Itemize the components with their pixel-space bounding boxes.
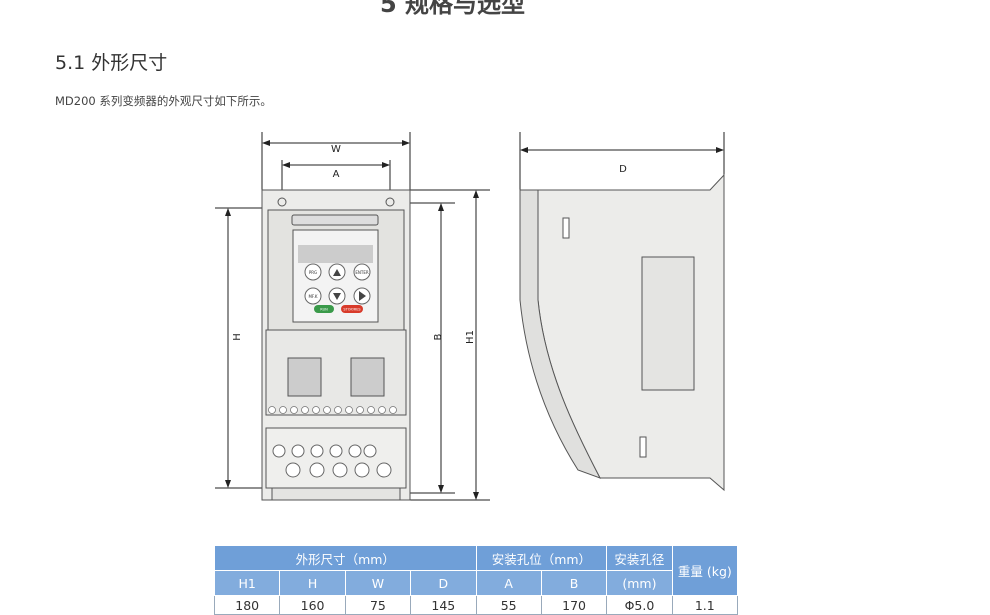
key-enter: ENTER	[355, 270, 368, 275]
col-b: B	[540, 570, 608, 596]
cell: 145	[410, 595, 477, 615]
cell: 170	[540, 595, 608, 615]
col-a: A	[475, 570, 542, 596]
key-mf: MF.K	[308, 294, 317, 299]
cell: 160	[279, 595, 346, 615]
side-view	[519, 173, 725, 492]
chapter-title: 5 规格与选型	[380, 0, 526, 18]
label-a: A	[333, 169, 340, 180]
cell: 55	[475, 595, 542, 615]
section-title: 5.1 外形尺寸	[55, 52, 168, 74]
cell: 75	[344, 595, 412, 615]
header-outline: 外形尺寸（mm）	[214, 545, 477, 571]
spec-table: 外形尺寸（mm） 安装孔位（mm） 安装孔径 重量 (kg) H1 H W D …	[213, 545, 739, 615]
header-hole-unit: (mm)	[606, 570, 673, 596]
col-w: W	[344, 570, 412, 596]
cell: 1.1	[671, 595, 739, 615]
col-h: H	[279, 570, 346, 596]
dimension-drawing: W A D H B H1 PRG ENTER MF.K RUN STOP/R	[215, 132, 725, 501]
label-d: D	[619, 164, 627, 175]
key-prg: PRG	[309, 270, 317, 275]
header-mount: 安装孔位（mm）	[475, 545, 608, 571]
cell: Φ5.0	[606, 595, 673, 615]
label-h: H	[232, 333, 243, 341]
header-hole: 安装孔径	[606, 545, 673, 571]
cell: 180	[213, 595, 281, 615]
description: MD200 系列变频器的外观尺寸如下所示。	[55, 94, 272, 108]
key-run: RUN	[320, 308, 328, 312]
label-b: B	[433, 333, 444, 340]
label-h1: H1	[465, 330, 476, 344]
table-row: 180 160 75 145 55 170 Φ5.0 1.1	[213, 595, 739, 615]
label-w: W	[331, 144, 341, 155]
col-h1: H1	[213, 570, 281, 596]
col-d: D	[410, 570, 477, 596]
key-stop: STOP/RES	[343, 308, 361, 312]
header-weight: 重量 (kg)	[671, 545, 739, 596]
